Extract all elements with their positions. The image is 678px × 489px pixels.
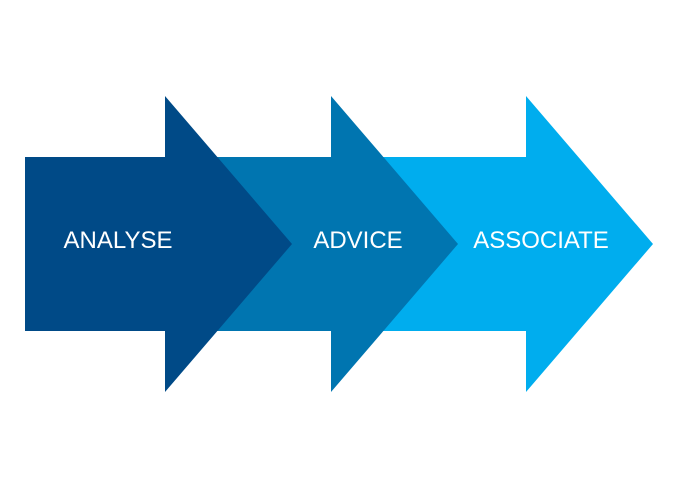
arrow-analyse	[25, 96, 292, 392]
step-label-advice: ADVICE	[313, 227, 402, 254]
arrow-advice	[200, 96, 458, 392]
arrow-associate	[360, 96, 653, 392]
step-label-analyse: ANALYSE	[64, 227, 173, 254]
step-label-associate: ASSOCIATE	[473, 227, 609, 254]
